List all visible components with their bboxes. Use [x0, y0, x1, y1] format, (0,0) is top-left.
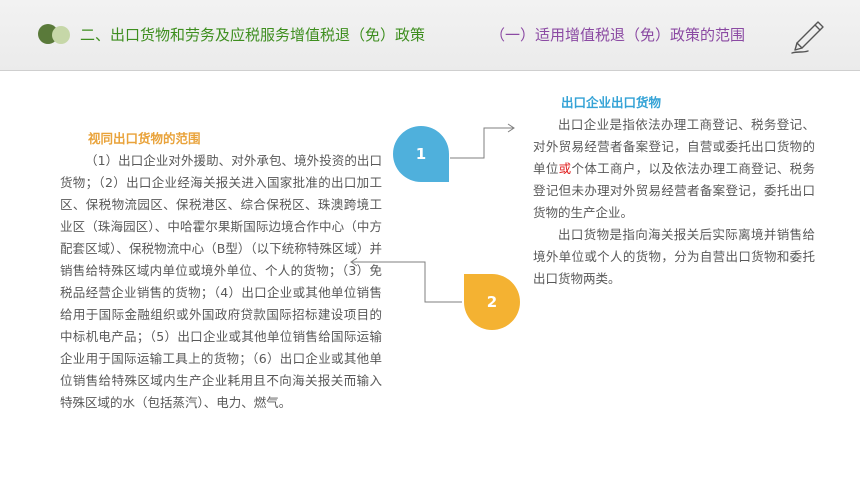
pen-icon	[791, 21, 824, 54]
connector-1	[450, 127, 514, 159]
section-title: 二、出口货物和劳务及应税服务增值税退（免）政策	[80, 26, 426, 44]
highlighted-word: 或	[558, 161, 572, 176]
header-bar	[0, 0, 860, 70]
marker-2-label: 2	[486, 293, 498, 311]
bullet-dot-light	[52, 26, 70, 44]
deemed-export-body: （1）出口企业对外援助、对外承包、境外投资的出口货物；（2）出口企业经海关报关进…	[60, 153, 382, 410]
export-goods-section: 出口企业出口货物 出口企业是指依法办理工商登记、税务登记、对外贸易经营者备案登记…	[533, 92, 815, 290]
arrowhead-1	[507, 123, 515, 133]
connector-2	[351, 261, 462, 303]
marker-1-label: 1	[415, 145, 427, 163]
export-goods-heading: 出口企业出口货物	[561, 95, 662, 110]
arrowhead-2	[350, 257, 358, 267]
header-divider	[0, 70, 860, 71]
paragraph-text-before: 出口企业是指依法办理工商登记、税务登记、对外贸易经营者备案登记，自营或委托出口货…	[533, 117, 815, 176]
deemed-export-heading: 视同出口货物的范围	[88, 131, 201, 146]
section-subtitle: （一）适用增值税退（免）政策的范围	[490, 26, 746, 44]
export-goods-paragraph: 出口货物是指向海关报关后实际离境并销售给境外单位或个人的货物，分为自营出口货物和…	[533, 227, 815, 286]
marker-2: 2	[464, 274, 520, 330]
export-enterprise-paragraph: 出口企业是指依法办理工商登记、税务登记、对外贸易经营者备案登记，自营或委托出口货…	[533, 114, 815, 224]
paragraph-text-after: 个体工商户，以及依法办理工商登记、税务登记但未办理对外贸易经营者备案登记，委托出…	[533, 161, 815, 220]
marker-1: 1	[393, 126, 449, 182]
deemed-export-section: 视同出口货物的范围 （1）出口企业对外援助、对外承包、境外投资的出口货物；（2）…	[60, 128, 382, 414]
